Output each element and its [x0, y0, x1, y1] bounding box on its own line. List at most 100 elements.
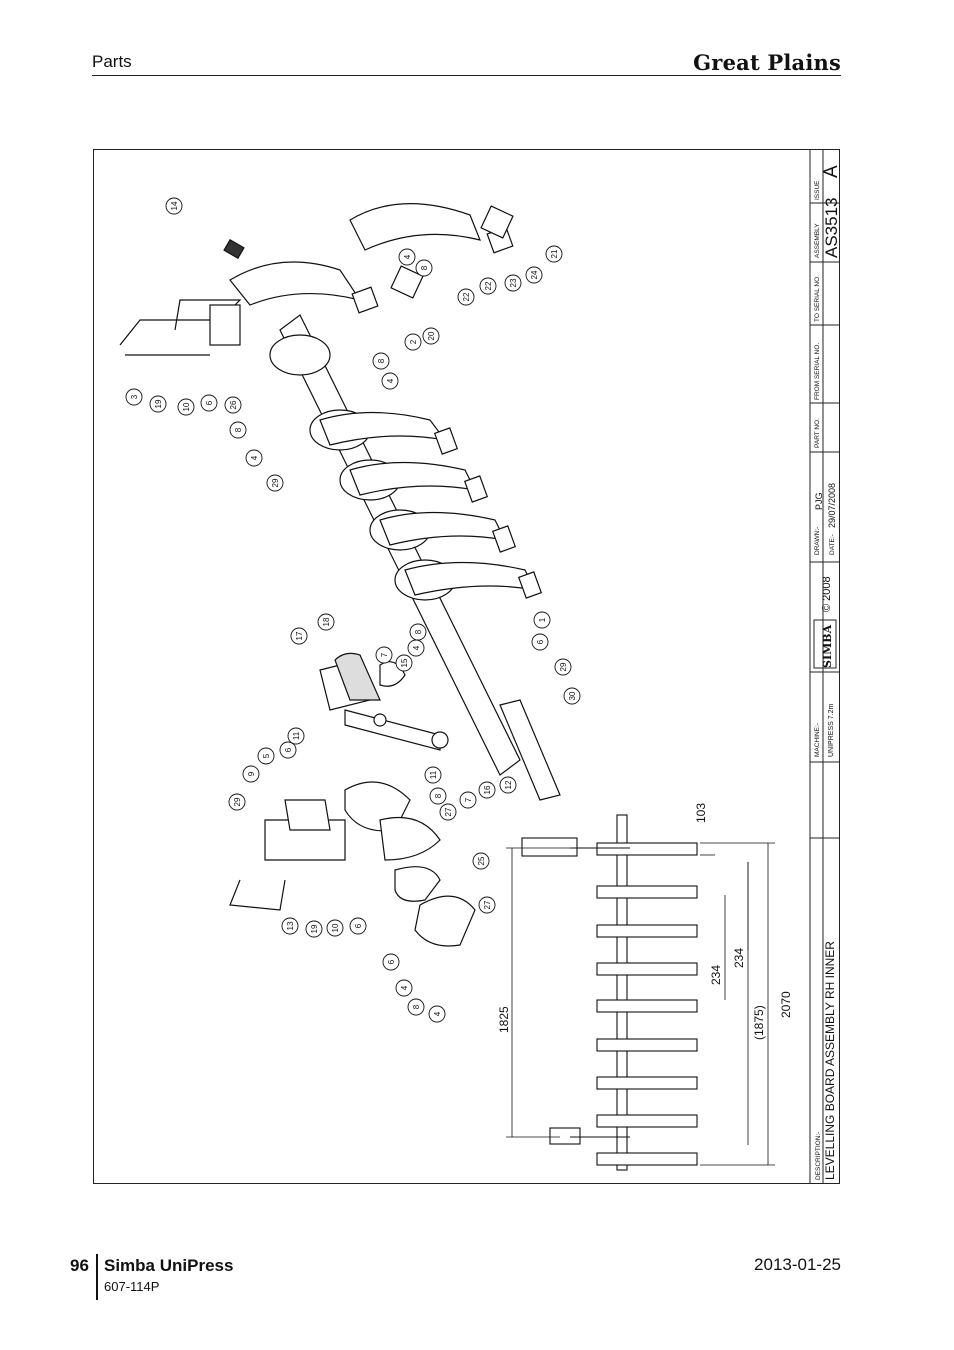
svg-text:30: 30 — [568, 691, 577, 700]
callout-8: 8 — [415, 259, 433, 277]
svg-text:4: 4 — [250, 455, 259, 460]
callout-4: 4 — [245, 449, 263, 467]
callout-8: 8 — [429, 787, 447, 805]
callout-29: 29 — [266, 474, 284, 492]
callout-24: 24 — [525, 266, 543, 284]
svg-text:7: 7 — [464, 797, 473, 802]
dim-103: 103 — [694, 803, 708, 823]
callout-12: 12 — [499, 776, 517, 794]
svg-text:6: 6 — [284, 747, 293, 752]
svg-text:2: 2 — [409, 339, 418, 344]
callout-22: 22 — [479, 277, 497, 295]
svg-text:11: 11 — [429, 770, 438, 779]
svg-text:20: 20 — [427, 331, 436, 340]
callout-29: 29 — [228, 793, 246, 811]
svg-text:15: 15 — [400, 658, 409, 667]
callout-6: 6 — [531, 633, 549, 651]
issue-label: ISSUE — [814, 180, 821, 200]
svg-text:7: 7 — [380, 652, 389, 657]
callout-19: 19 — [305, 920, 323, 938]
callout-19: 19 — [149, 395, 167, 413]
svg-text:24: 24 — [530, 270, 539, 279]
svg-text:27: 27 — [483, 900, 492, 909]
page-number: 96 — [70, 1256, 89, 1275]
footer-divider — [96, 1254, 98, 1300]
callout-7: 7 — [459, 791, 477, 809]
description-label: DESCRIPTION:- — [815, 1132, 822, 1180]
svg-text:6: 6 — [354, 923, 363, 928]
svg-text:6: 6 — [536, 639, 545, 644]
callout-27: 27 — [478, 896, 496, 914]
callout-8: 8 — [372, 352, 390, 370]
callout-21: 21 — [545, 245, 563, 263]
exploded-lower — [229, 652, 476, 947]
callout-26: 26 — [224, 396, 242, 414]
svg-text:26: 26 — [229, 400, 238, 409]
svg-text:22: 22 — [484, 281, 493, 290]
copyright: © 2008 — [821, 576, 833, 612]
callout-6: 6 — [382, 953, 400, 971]
svg-text:16: 16 — [483, 785, 492, 794]
manual-title: Simba UniPress — [104, 1256, 234, 1275]
machine-value: UNIPRESS 7.2m — [828, 704, 835, 757]
publication-date: 2013-01-25 — [754, 1255, 841, 1274]
svg-text:3: 3 — [130, 394, 139, 399]
callout-7: 7 — [375, 646, 393, 664]
to-serial-label: TO SERIAL NO. — [814, 275, 821, 322]
callout-17: 17 — [290, 627, 308, 645]
callout-2: 2 — [404, 333, 422, 351]
svg-text:4: 4 — [403, 254, 412, 259]
callout-5: 5 — [257, 747, 275, 765]
svg-text:23: 23 — [509, 278, 518, 287]
callout-8: 8 — [407, 998, 425, 1016]
svg-text:6: 6 — [387, 959, 396, 964]
svg-text:8: 8 — [412, 1004, 421, 1009]
callout-22: 22 — [457, 288, 475, 306]
svg-text:13: 13 — [286, 921, 295, 930]
svg-text:19: 19 — [154, 399, 163, 408]
callout-8: 8 — [229, 421, 247, 439]
exploded-assembly — [119, 203, 561, 801]
svg-text:8: 8 — [434, 793, 443, 798]
issue-value: A — [821, 165, 842, 178]
callout-4: 4 — [407, 639, 425, 657]
callout-16: 16 — [478, 781, 496, 799]
callout-1: 1 — [533, 611, 551, 629]
svg-text:29: 29 — [233, 797, 242, 806]
dim-1825: 1825 — [497, 1006, 511, 1033]
brand-logo: Great Plains — [693, 50, 841, 75]
from-serial-label: FROM SERIAL NO. — [814, 343, 821, 400]
simba-logo-box — [813, 619, 837, 669]
svg-text:11: 11 — [292, 731, 301, 740]
callout-9: 9 — [242, 765, 260, 783]
callout-6: 6 — [279, 741, 297, 759]
svg-text:9: 9 — [247, 771, 256, 776]
dim-2070: 2070 — [779, 991, 793, 1018]
section-label: Parts — [92, 52, 132, 71]
assembly-label: ASSEMBLY — [814, 223, 821, 258]
dim-234-a: 234 — [709, 965, 723, 985]
callout-25: 25 — [472, 852, 490, 870]
callout-6: 6 — [349, 917, 367, 935]
svg-text:4: 4 — [386, 378, 395, 383]
callout-11: 11 — [287, 727, 305, 745]
callout-4: 4 — [398, 248, 416, 266]
svg-text:21: 21 — [550, 249, 559, 258]
svg-text:8: 8 — [234, 427, 243, 432]
callout-8: 8 — [409, 623, 427, 641]
svg-text:5: 5 — [262, 753, 271, 758]
callout-4: 4 — [381, 372, 399, 390]
part-no-label: PART NO. — [814, 418, 821, 448]
svg-text:27: 27 — [444, 807, 453, 816]
title-block-text: ISSUE A ASSEMBLY AS3513 TO SERIAL NO. FR… — [814, 165, 842, 1180]
machine-label: MACHINE:- — [814, 723, 821, 757]
svg-text:18: 18 — [322, 617, 331, 626]
svg-text:6: 6 — [205, 400, 214, 405]
callout-20: 20 — [422, 327, 440, 345]
callout-4: 4 — [395, 979, 413, 997]
callout-4: 4 — [428, 1005, 446, 1023]
svg-text:4: 4 — [412, 645, 421, 650]
svg-text:29: 29 — [559, 662, 568, 671]
